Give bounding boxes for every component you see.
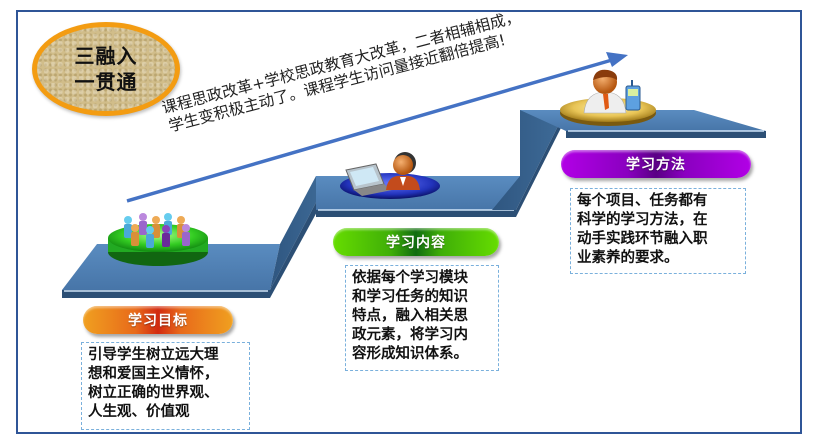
learning-goal-label: 学习目标 (83, 306, 233, 334)
badge-line-2: 一贯通 (74, 70, 138, 94)
note-line: 科学的学习方法，在 (577, 212, 708, 228)
growth-arrow (126, 52, 628, 203)
learning-content-note: 依据每个学习模块 和学习任务的知识 特点，融入相关思 政元素，将学习内 容形成知… (345, 265, 499, 371)
note-line: 引导学生树立远大理 (88, 347, 219, 363)
note-line: 想和爱国主义情怀， (88, 366, 219, 382)
note-line: 依据每个学习模块 (352, 270, 468, 286)
note-line: 业素养的要求。 (577, 250, 679, 266)
learning-method-label: 学习方法 (561, 150, 751, 178)
stair-riser-2 (492, 110, 566, 217)
person-laptop-icon (340, 152, 440, 199)
learning-goal-note: 引导学生树立远大理 想和爱国主义情怀， 树立正确的世界观、 人生观、价值观 (81, 342, 250, 430)
note-line: 特点，融入相关思 (352, 308, 468, 324)
person-phone-icon (560, 69, 656, 126)
badge-line-1: 三融入 (74, 44, 138, 68)
learning-content-label: 学习内容 (333, 228, 499, 256)
note-line: 政元素，将学习内 (352, 327, 468, 343)
note-line: 人生观、价值观 (88, 404, 190, 420)
learning-method-note: 每个项目、任务都有 科学的学习方法，在 动手实践环节融入职 业素养的要求。 (570, 188, 746, 274)
note-line: 容形成知识体系。 (352, 346, 468, 362)
note-line: 动手实践环节融入职 (577, 231, 708, 247)
stair-riser-1 (270, 176, 330, 298)
note-line: 每个项目、任务都有 (577, 193, 708, 209)
note-line: 和学习任务的知识 (352, 289, 468, 305)
people-group-icon (108, 213, 208, 266)
three-integration-badge: 三融入 一贯通 (32, 22, 180, 116)
diagram-frame (16, 10, 802, 434)
note-line: 树立正确的世界观、 (88, 385, 219, 401)
